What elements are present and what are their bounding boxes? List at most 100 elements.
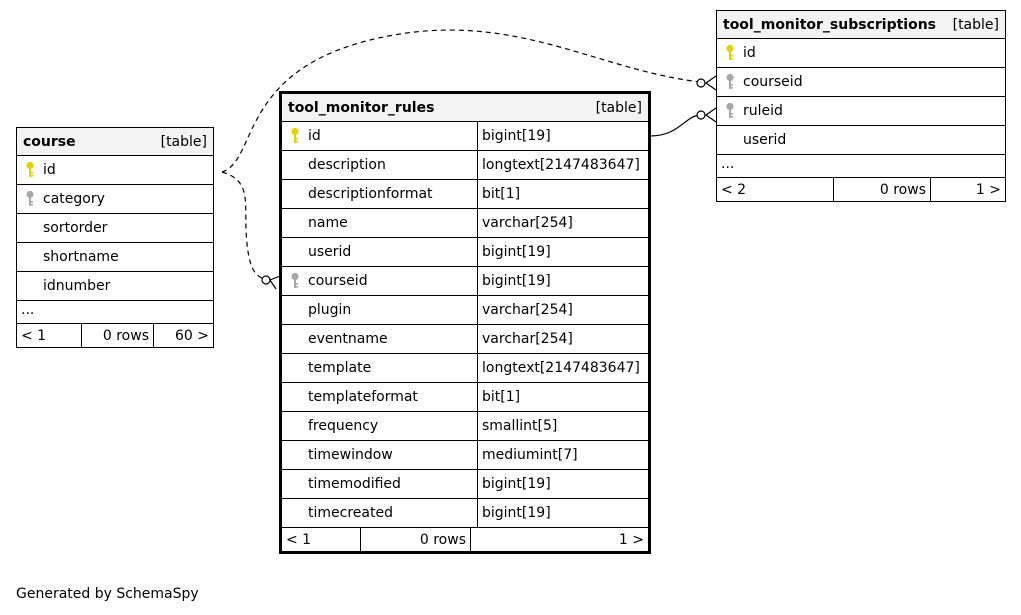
column-type: longtext[2147483647] — [477, 354, 648, 382]
column-type: bit[1] — [477, 180, 648, 208]
table-kind: [table] — [160, 133, 207, 150]
parents-count[interactable]: < 1 — [21, 327, 47, 344]
parents-count[interactable]: < 1 — [286, 531, 312, 548]
table-course[interactable]: course [table] id category sortorder shortn… — [16, 127, 214, 348]
table-name: tool_monitor_rules — [288, 99, 435, 116]
table-tool-monitor-subscriptions[interactable]: tool_monitor_subscriptions [table] id cou… — [716, 10, 1006, 202]
link-course-rules — [221, 171, 265, 280]
link-course-rules-optional-marker — [261, 275, 271, 285]
column-name: category — [43, 191, 105, 207]
column-name: timecreated — [308, 505, 393, 521]
column-row-timecreated[interactable]: timecreated bigint[19] — [282, 499, 648, 528]
link-rules-subscriptions-optional-marker — [696, 110, 706, 120]
column-name: userid — [308, 244, 352, 260]
more-columns-ellipsis: ... — [17, 301, 213, 324]
column-name: shortname — [43, 249, 119, 265]
column-type: bigint[19] — [477, 122, 648, 150]
column-row-templateformat[interactable]: templateformat bit[1] — [282, 383, 648, 412]
row-count: 0 rows — [833, 178, 930, 201]
column-row-idnumber[interactable]: idnumber — [17, 272, 213, 301]
more-columns-ellipsis: ... — [717, 155, 1005, 178]
column-name: descriptionformat — [308, 186, 433, 202]
table-name: tool_monitor_subscriptions — [723, 16, 937, 33]
generated-by-label: Generated by SchemaSpy — [16, 586, 199, 602]
column-name: plugin — [308, 302, 352, 318]
column-type: varchar[254] — [477, 296, 648, 324]
column-row-description[interactable]: description longtext[2147483647] — [282, 151, 648, 180]
foreign-key-icon — [282, 272, 308, 290]
children-count[interactable]: 1 > — [470, 528, 648, 551]
column-row-frequency[interactable]: frequency smallint[5] — [282, 412, 648, 441]
column-name: idnumber — [43, 278, 111, 294]
column-type: smallint[5] — [477, 412, 648, 440]
link-course-subscriptions — [221, 29, 701, 173]
primary-key-icon — [282, 127, 308, 145]
column-row-sortorder[interactable]: sortorder — [17, 214, 213, 243]
column-row-id[interactable]: id bigint[19] — [282, 122, 648, 151]
column-type: bigint[19] — [477, 470, 648, 498]
foreign-key-icon — [717, 73, 743, 91]
children-count[interactable]: 60 > — [153, 324, 213, 347]
foreign-key-icon — [717, 102, 743, 120]
link-rules-subscriptions — [649, 114, 702, 137]
primary-key-icon — [17, 161, 43, 179]
table-kind: [table] — [595, 99, 642, 116]
parents-count[interactable]: < 2 — [721, 181, 747, 198]
link-course-rules-crowfoot — [269, 275, 281, 290]
column-name: timemodified — [308, 476, 401, 492]
column-name: templateformat — [308, 389, 418, 405]
column-name: courseid — [308, 273, 368, 289]
column-name: name — [308, 215, 348, 231]
children-count[interactable]: 1 > — [930, 178, 1005, 201]
column-row-ruleid[interactable]: ruleid — [717, 97, 1005, 126]
table-footer: < 1 0 rows 60 > — [17, 324, 213, 347]
column-row-userid[interactable]: userid — [717, 126, 1005, 155]
column-row-name[interactable]: name varchar[254] — [282, 209, 648, 238]
table-header: course [table] — [17, 128, 213, 156]
table-footer: < 1 0 rows 1 > — [282, 528, 648, 551]
column-name: eventname — [308, 331, 388, 347]
foreign-key-icon — [17, 190, 43, 208]
column-type: varchar[254] — [477, 325, 648, 353]
column-type: varchar[254] — [477, 209, 648, 237]
link-course-subscriptions-crowfoot — [704, 75, 717, 91]
column-name: id — [308, 128, 321, 144]
column-row-courseid[interactable]: courseid — [717, 68, 1005, 97]
column-name: timewindow — [308, 447, 393, 463]
column-type: bit[1] — [477, 383, 648, 411]
column-type: longtext[2147483647] — [477, 151, 648, 179]
column-row-shortname[interactable]: shortname — [17, 243, 213, 272]
column-name: id — [743, 45, 756, 61]
column-name: sortorder — [43, 220, 108, 236]
column-name: description — [308, 157, 386, 173]
column-row-template[interactable]: template longtext[2147483647] — [282, 354, 648, 383]
column-row-id[interactable]: id — [17, 156, 213, 185]
table-footer: < 2 0 rows 1 > — [717, 178, 1005, 201]
column-row-eventname[interactable]: eventname varchar[254] — [282, 325, 648, 354]
table-header: tool_monitor_subscriptions [table] — [717, 11, 1005, 39]
column-type: bigint[19] — [477, 499, 648, 527]
column-name: id — [43, 162, 56, 178]
column-name: template — [308, 360, 372, 376]
column-name: frequency — [308, 418, 379, 434]
table-kind: [table] — [952, 16, 999, 33]
table-name: course — [23, 133, 76, 150]
column-name: userid — [743, 132, 787, 148]
link-course-subscriptions-optional-marker — [696, 78, 706, 88]
row-count: 0 rows — [81, 324, 153, 347]
link-rules-subscriptions-crowfoot — [704, 107, 717, 123]
column-row-courseid[interactable]: courseid bigint[19] — [282, 267, 648, 296]
row-count: 0 rows — [360, 528, 470, 551]
column-row-timemodified[interactable]: timemodified bigint[19] — [282, 470, 648, 499]
column-row-descriptionformat[interactable]: descriptionformat bit[1] — [282, 180, 648, 209]
column-name: courseid — [743, 74, 803, 90]
column-row-plugin[interactable]: plugin varchar[254] — [282, 296, 648, 325]
primary-key-icon — [717, 44, 743, 62]
column-row-category[interactable]: category — [17, 185, 213, 214]
column-row-id[interactable]: id — [717, 39, 1005, 68]
column-type: bigint[19] — [477, 267, 648, 295]
